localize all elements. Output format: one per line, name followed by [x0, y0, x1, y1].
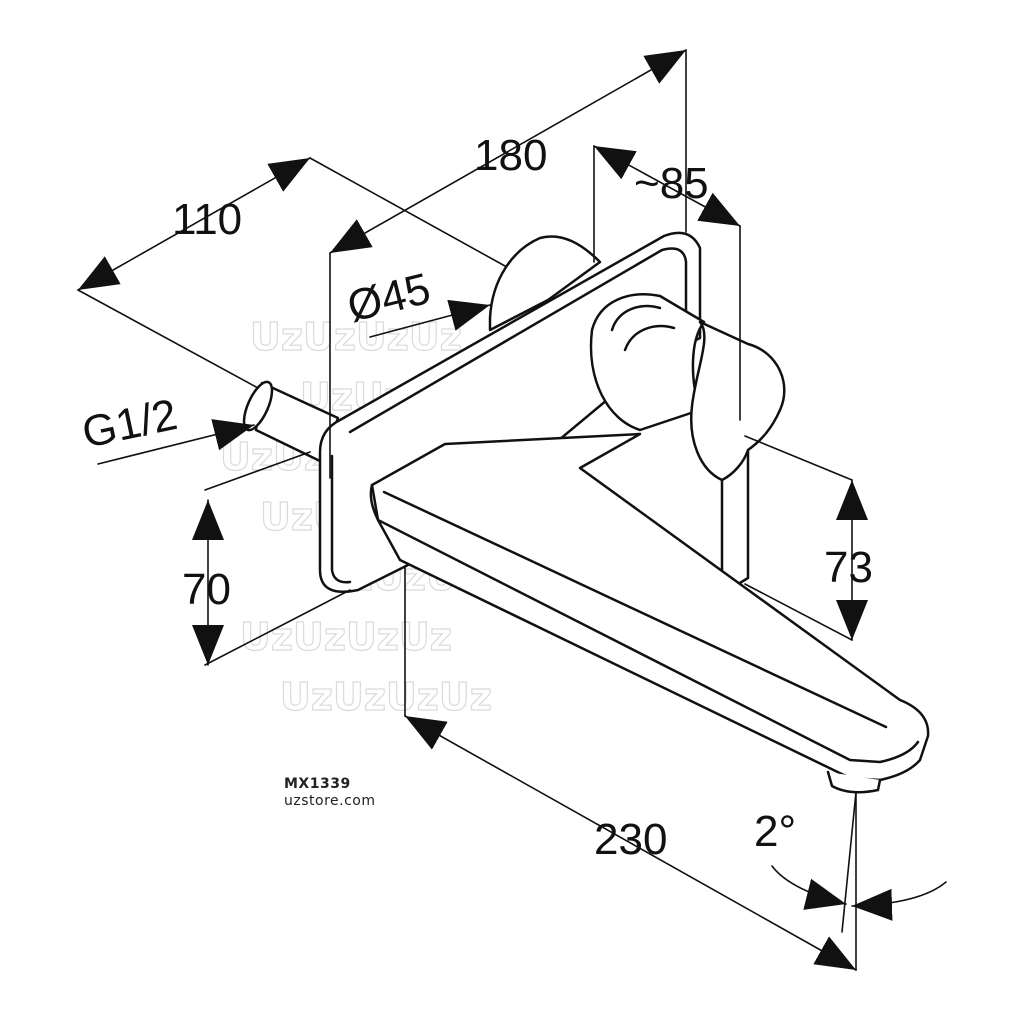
store-site: uzstore.com	[284, 793, 375, 809]
dim-line-85	[593, 145, 741, 227]
label-lever-height: 73	[824, 543, 873, 592]
label-spout-length: 230	[594, 815, 667, 864]
label-plate-height: 70	[182, 565, 231, 614]
product-code: MX1339	[284, 776, 351, 792]
label-body-depth: 110	[172, 195, 242, 244]
angle-arc-right	[851, 881, 947, 921]
faucet-body	[242, 231, 930, 794]
dimension-lines	[77, 49, 947, 971]
angle-arc-left	[771, 865, 847, 910]
watermark-row-7: UzUzUzUz	[280, 675, 492, 719]
label-total-depth: 180	[474, 131, 547, 180]
watermark-row-6: UzUzUzUz	[240, 615, 452, 659]
spout	[369, 432, 930, 794]
leader-thread	[97, 419, 255, 465]
label-spout-angle: 2°	[754, 807, 796, 856]
label-lever-offset: ~85	[634, 159, 709, 208]
dim-line-230	[404, 715, 857, 971]
inlet-pipe	[242, 380, 340, 464]
product-stamp: MX1339 uzstore.com	[284, 776, 375, 809]
leader-diameter	[369, 299, 491, 338]
dim-line-110	[77, 157, 311, 291]
dim-line-180	[329, 49, 687, 254]
